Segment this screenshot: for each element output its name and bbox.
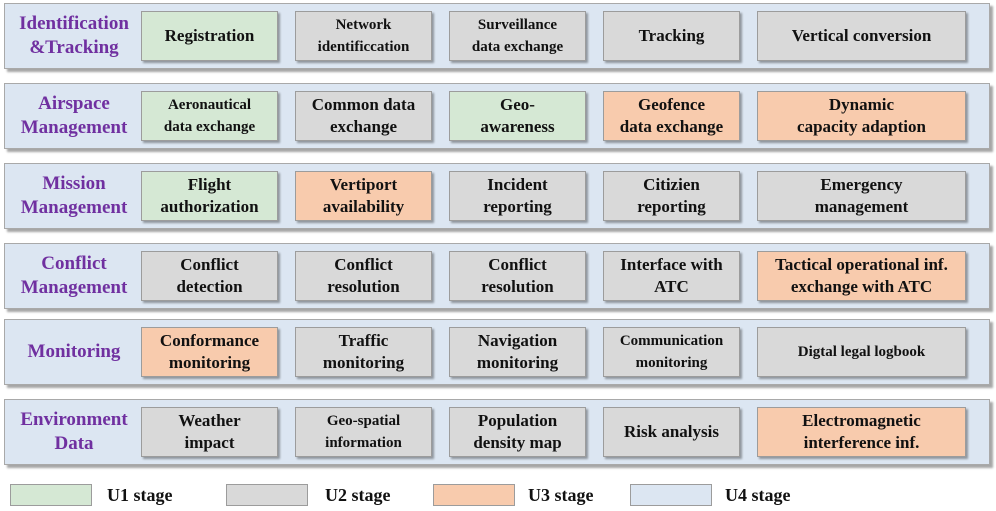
service-box: Interface with ATC [603,251,740,301]
row-label: Environment Data [20,409,128,454]
legend-swatch-u2 [226,484,308,506]
legend-swatch-u3 [433,484,515,506]
row-label: Monitoring [27,341,121,362]
service-box: Population density map [449,407,586,457]
service-box: Weather impact [141,407,278,457]
service-box: Tactical operational inf. exchange with … [757,251,966,301]
service-box: Geo- awareness [449,91,586,141]
service-box: Flight authorization [141,171,278,221]
legend-label-u3: U3 stage [528,485,594,505]
service-box: Tracking [603,11,740,61]
service-box: Vertical conversion [757,11,966,61]
service-box: Geofence data exchange [603,91,740,141]
row-label: Conflict Management [20,253,128,298]
utm-services-diagram: Identification &Tracking Registration Netw… [4,3,990,465]
service-box: Conflict resolution [449,251,586,301]
row-2: Mission Management Flight authorization Ve… [4,163,990,229]
service-box: Citizien reporting [603,171,740,221]
row-label: Identification &Tracking [19,13,129,58]
legend-label-u1: U1 stage [107,485,173,505]
row-4: Monitoring Conformance monitoring Traffic … [4,319,990,385]
stage-legend: U1 stage U2 stage U3 stage U4 stage [0,482,996,509]
service-box: Digtal legal logbook [757,327,966,377]
service-box: Risk analysis [603,407,740,457]
service-box: Geo-spatial information [295,407,432,457]
row-label: Mission Management [20,173,128,218]
service-box: Registration [141,11,278,61]
service-box: Conflict detection [141,251,278,301]
legend-swatch-u1 [10,484,92,506]
service-box: Network identificcation [295,11,432,61]
row-0: Identification &Tracking Registration Netw… [4,3,990,69]
service-box: Aeronautical data exchange [141,91,278,141]
service-box: Emergency management [757,171,966,221]
service-box: Navigation monitoring [449,327,586,377]
service-box: Communication monitoring [603,327,740,377]
row-5: Environment Data Weather impact Geo-spatia… [4,399,990,465]
row-3: Conflict Management Conflict detection Con… [4,243,990,309]
service-box: Surveillance data exchange [449,11,586,61]
service-box: Incident reporting [449,171,586,221]
service-box: Vertiport availability [295,171,432,221]
service-box: Conflict resolution [295,251,432,301]
service-box: Dynamic capacity adaption [757,91,966,141]
legend-swatch-u4 [630,484,712,506]
service-box: Traffic monitoring [295,327,432,377]
legend-label-u4: U4 stage [725,485,791,505]
service-box: Electromagnetic interference inf. [757,407,966,457]
service-box: Conformance monitoring [141,327,278,377]
row-label: Airspace Management [20,93,128,138]
row-1: Airspace Management Aeronautical data exc… [4,83,990,149]
legend-label-u2: U2 stage [325,485,391,505]
service-box: Common data exchange [295,91,432,141]
